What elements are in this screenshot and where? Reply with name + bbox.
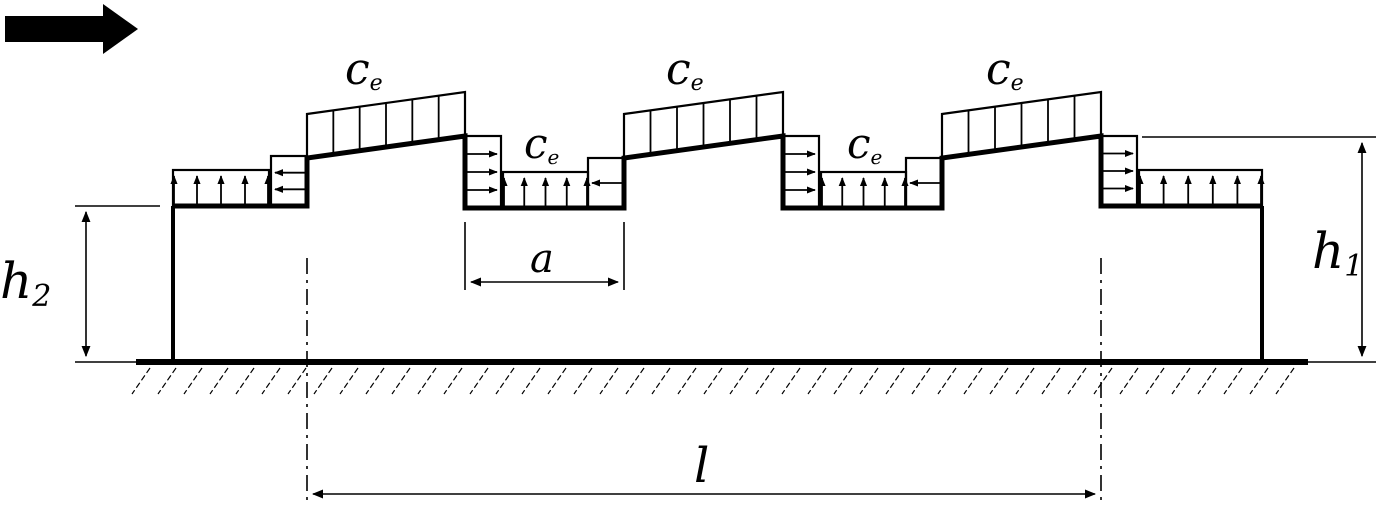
ce-label-valley-1: ce <box>524 119 559 169</box>
hatch-mark <box>339 367 359 395</box>
pressure-drop-3 <box>1099 134 1139 208</box>
hatch-mark <box>807 367 827 395</box>
pressure-flat-right <box>1136 168 1265 208</box>
pressure-block-outline <box>1137 168 1264 208</box>
hatch-mark <box>1171 367 1191 395</box>
hatch-mark <box>157 367 177 395</box>
hatch-mark <box>1067 367 1087 395</box>
hatch-mark <box>755 367 775 395</box>
pressure-valley-2 <box>818 170 909 210</box>
dimension-l: l <box>306 258 1102 505</box>
hatch-mark <box>1223 367 1243 395</box>
hatch-mark <box>625 367 645 395</box>
hatch-mark <box>261 367 281 395</box>
pressure-slope-3 <box>940 90 1103 160</box>
ce-label-slope-3: ce <box>986 44 1024 96</box>
dimension-h2: h2 <box>0 205 160 363</box>
hatch-mark <box>885 367 905 395</box>
ground <box>131 359 1308 395</box>
pressure-riser-1 <box>269 154 309 208</box>
hatch-mark <box>1119 367 1139 395</box>
hatch-mark <box>547 367 567 395</box>
hatch-mark <box>469 367 489 395</box>
hatch-mark <box>1015 367 1035 395</box>
hatch-mark <box>1093 367 1113 395</box>
hatch-mark <box>781 367 801 395</box>
hatch-mark <box>417 367 437 395</box>
hatch-mark <box>989 367 1009 395</box>
pressure-valley-1 <box>500 170 591 210</box>
hatch-mark <box>963 367 983 395</box>
ground-hatching <box>131 367 1295 395</box>
hatch-mark <box>1041 367 1061 395</box>
hatch-mark <box>521 367 541 395</box>
building-outline <box>171 133 1264 362</box>
hatch-mark <box>1249 367 1269 395</box>
hatch-mark <box>365 367 385 395</box>
pressure-drop-2 <box>781 134 821 210</box>
wind-direction-arrow <box>5 4 138 54</box>
pressure-block-outline <box>269 154 309 208</box>
hatch-mark <box>573 367 593 395</box>
sawtooth-roof <box>173 133 1262 211</box>
hatch-mark <box>183 367 203 395</box>
ce-label-slope-2: ce <box>666 44 704 96</box>
hatch-mark <box>729 367 749 395</box>
dimension-a: a <box>464 222 625 290</box>
hatch-mark <box>677 367 697 395</box>
hatch-mark <box>833 367 853 395</box>
hatch-mark <box>937 367 957 395</box>
hatch-mark <box>1275 367 1295 395</box>
dimension-h2-label: h2 <box>0 252 51 314</box>
hatch-mark <box>599 367 619 395</box>
pressure-coefficient-labels: ce ce ce ce ce <box>345 44 1024 169</box>
hatch-mark <box>911 367 931 395</box>
dimension-l-label: l <box>694 438 709 494</box>
hatch-mark <box>703 367 723 395</box>
hatch-mark <box>495 367 515 395</box>
hatch-mark <box>313 367 333 395</box>
pressure-slope-1 <box>305 90 467 160</box>
hatch-mark <box>235 367 255 395</box>
pressure-drop-1 <box>463 134 503 210</box>
pressure-block-outline <box>171 168 271 208</box>
ce-label-slope-1: ce <box>345 44 383 96</box>
pressure-flat-left <box>170 168 272 208</box>
hatch-mark <box>859 367 879 395</box>
hatch-mark <box>391 367 411 395</box>
pressure-slope-2 <box>622 90 785 160</box>
hatch-mark <box>209 367 229 395</box>
hatch-mark <box>287 367 307 395</box>
wind-pressure-blocks <box>170 90 1265 210</box>
hatch-mark <box>651 367 671 395</box>
hatch-mark <box>131 367 151 395</box>
dimension-h1: h1 <box>1142 136 1376 363</box>
dimension-h1-label: h1 <box>1312 222 1363 284</box>
hatch-mark <box>443 367 463 395</box>
hatch-mark <box>1145 367 1165 395</box>
pressure-riser-2 <box>586 156 626 210</box>
hatch-mark <box>1197 367 1217 395</box>
dimension-a-label: a <box>530 236 554 282</box>
ce-label-valley-2: ce <box>847 119 882 169</box>
pressure-riser-3 <box>904 156 944 210</box>
